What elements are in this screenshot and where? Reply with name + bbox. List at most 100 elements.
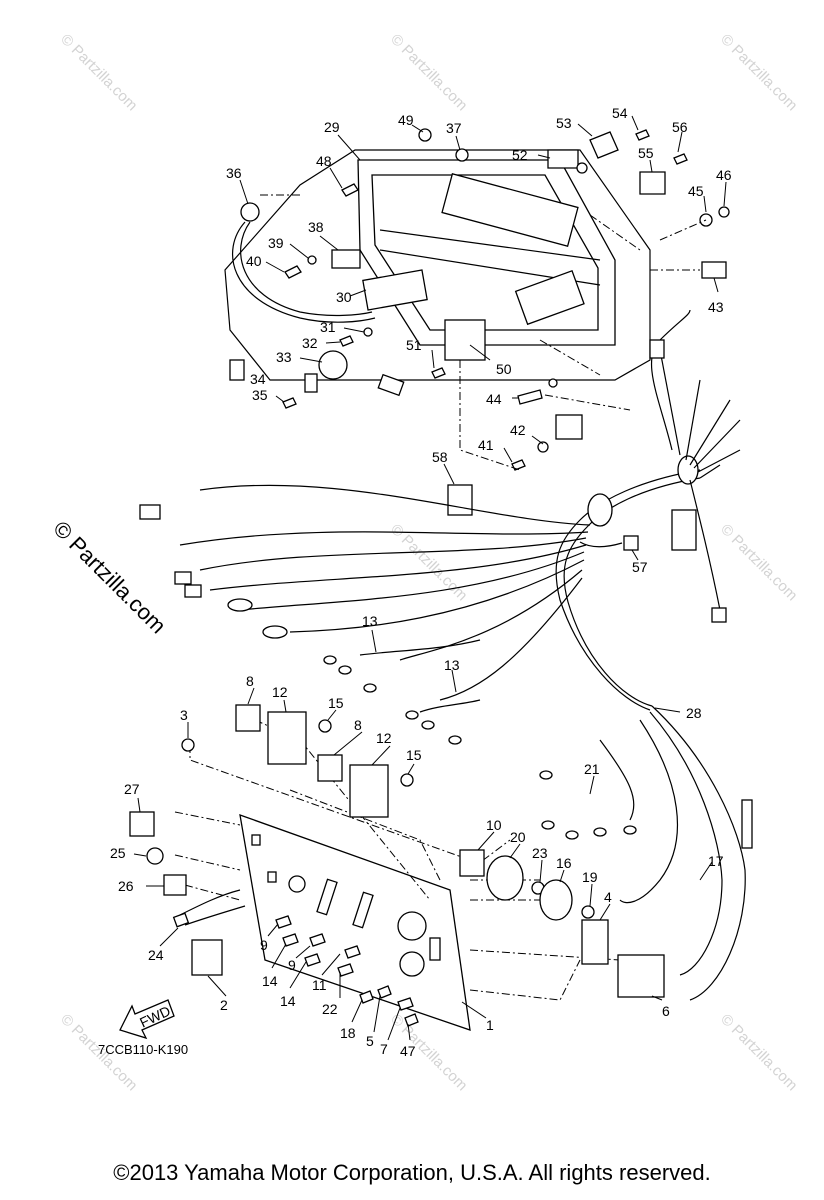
watermark: © Partzilla.com <box>57 31 140 114</box>
watermark: © Partzilla.com <box>717 1011 800 1094</box>
nut <box>581 905 595 919</box>
callout-label: 1 <box>486 1017 494 1033</box>
callout-label: 11 <box>312 977 327 993</box>
bracket <box>589 131 619 159</box>
callout-label: 30 <box>336 289 352 305</box>
screw <box>431 367 446 379</box>
callout-label: 26 <box>118 878 134 894</box>
watermark: © Partzilla.com <box>717 521 800 604</box>
callout-label: 13 <box>444 657 460 673</box>
callout-label: 8 <box>354 717 362 733</box>
callout-label: 27 <box>124 781 140 797</box>
callout-label: 5 <box>366 1033 374 1049</box>
callout-label: 46 <box>716 167 732 183</box>
callout-numbers: 29 49 37 48 36 38 39 40 30 31 32 33 34 3… <box>110 105 732 1059</box>
callout-label: 44 <box>486 391 502 407</box>
watermark: © Partzilla.com <box>387 31 470 114</box>
callout-label: 19 <box>582 869 598 885</box>
fwd-label: FWD <box>137 1003 173 1031</box>
callout-label: 16 <box>556 855 572 871</box>
callout-label: 12 <box>272 684 288 700</box>
callout-label: 2 <box>220 997 228 1013</box>
coupler <box>447 484 473 516</box>
connector <box>671 509 697 551</box>
washer <box>181 738 195 752</box>
callout-label: 20 <box>510 829 526 845</box>
switch <box>547 149 579 169</box>
callout-label: 53 <box>556 115 572 131</box>
callout-label: 12 <box>376 730 392 746</box>
fwd-arrow <box>119 999 175 1040</box>
connector <box>184 584 202 598</box>
callout-label: 43 <box>708 299 724 315</box>
callout-label: 14 <box>262 973 278 989</box>
callout-label: 39 <box>268 235 284 251</box>
callout-label: 45 <box>688 183 704 199</box>
callout-label: 23 <box>532 845 548 861</box>
callout-label: 21 <box>584 761 600 777</box>
connector <box>711 607 727 623</box>
callout-label: 31 <box>320 319 336 335</box>
receptacle <box>486 855 524 901</box>
callout-label: 51 <box>406 337 422 353</box>
gauge <box>240 202 260 222</box>
screw <box>339 335 354 347</box>
callout-label: 9 <box>260 937 268 953</box>
callout-label: 38 <box>308 219 324 235</box>
clip <box>639 171 666 195</box>
watermark: © Partzilla.com <box>717 31 800 114</box>
assembly-lines <box>260 194 707 471</box>
callout-label: 7 <box>380 1041 388 1057</box>
outlet <box>349 764 389 818</box>
callout-label: 56 <box>672 119 688 135</box>
connector <box>174 571 192 585</box>
callout-label: 8 <box>246 673 254 689</box>
callout-label: 15 <box>406 747 422 763</box>
screw <box>284 265 302 279</box>
callout-label: 18 <box>340 1025 356 1041</box>
callout-label: 17 <box>708 853 724 869</box>
callout-label: 22 <box>322 1001 338 1017</box>
callout-label: 55 <box>638 145 654 161</box>
washer <box>418 128 432 142</box>
switch <box>129 811 155 837</box>
connector <box>701 261 727 279</box>
side-watermark: © Partzilla.com <box>48 516 171 639</box>
callout-label: 33 <box>276 349 292 365</box>
diagram-code: 7CCB110-K190 <box>98 1042 188 1057</box>
callout-label: 40 <box>246 253 262 269</box>
connector <box>555 414 583 440</box>
callout-label: 6 <box>662 1003 670 1019</box>
callout-label: 34 <box>250 371 266 387</box>
callout-label: 47 <box>400 1043 416 1059</box>
callout-label: 35 <box>252 387 268 403</box>
outlet <box>267 711 307 765</box>
callout-label: 42 <box>510 422 526 438</box>
buzzer <box>318 350 348 380</box>
callout-label: 57 <box>632 559 648 575</box>
callout-label: 52 <box>512 147 528 163</box>
callout-label: 29 <box>324 119 340 135</box>
breaker <box>617 954 665 998</box>
callout-label: 14 <box>280 993 296 1009</box>
screw <box>635 129 650 141</box>
bracket <box>304 373 318 393</box>
callout-label: 28 <box>686 705 702 721</box>
callout-label: 49 <box>398 112 414 128</box>
hour-meter <box>191 939 223 976</box>
switch <box>623 535 639 551</box>
lower-panel-assembly <box>119 704 665 1040</box>
nut <box>400 773 414 787</box>
screw <box>282 397 297 409</box>
nut <box>718 206 730 218</box>
connector <box>139 504 161 520</box>
leader-lines <box>133 115 727 1041</box>
callout-label: 41 <box>478 437 494 453</box>
indicator <box>146 847 164 865</box>
callout-label: 13 <box>362 613 378 629</box>
holder <box>444 319 486 361</box>
callout-label: 15 <box>328 695 344 711</box>
callout-label: 10 <box>486 817 502 833</box>
bolt <box>517 389 543 405</box>
